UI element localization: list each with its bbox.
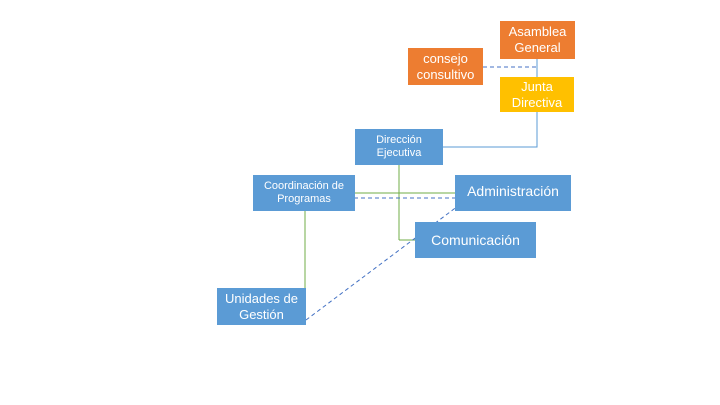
node-consejo-consultivo: consejo consultivo bbox=[408, 48, 483, 85]
node-coordinacion-programas-line-1: Coordinación de bbox=[263, 179, 345, 192]
node-asamblea-general: Asamblea General bbox=[500, 21, 575, 59]
node-direccion-ejecutiva: Dirección Ejecutiva bbox=[355, 129, 443, 165]
node-unidades-gestion-line-1: Unidades de bbox=[225, 290, 298, 306]
node-administracion-label: Administración bbox=[467, 182, 559, 199]
node-coordinacion-programas-line-2: Programas bbox=[277, 193, 331, 205]
node-unidades-gestion: Unidades de Gestión bbox=[217, 288, 306, 325]
node-junta-directiva: Junta Directiva bbox=[500, 77, 574, 112]
node-consejo-consultivo-line-2: consultivo bbox=[416, 66, 475, 82]
node-junta-directiva-line-2: Directiva bbox=[511, 94, 563, 110]
node-junta-directiva-line-1: Junta bbox=[521, 78, 553, 94]
node-direccion-ejecutiva-line-1: Dirección bbox=[376, 133, 422, 146]
connector-unidades-admin-dashed bbox=[305, 196, 471, 321]
node-consejo-consultivo-line-1: consejo bbox=[423, 50, 468, 66]
node-comunicacion-label: Comunicación bbox=[431, 231, 520, 248]
node-comunicacion: Comunicación bbox=[415, 222, 536, 258]
node-asamblea-general-line-2: General bbox=[514, 40, 561, 55]
node-direccion-ejecutiva-line-2: Ejecutiva bbox=[376, 147, 422, 159]
node-coordinacion-programas: Coordinación de Programas bbox=[253, 175, 355, 211]
node-administracion: Administración bbox=[455, 175, 571, 211]
node-unidades-gestion-line-2: Gestión bbox=[239, 306, 284, 322]
connector-junta-direccion bbox=[443, 112, 538, 148]
node-asamblea-general-line-1: Asamblea bbox=[508, 24, 567, 40]
